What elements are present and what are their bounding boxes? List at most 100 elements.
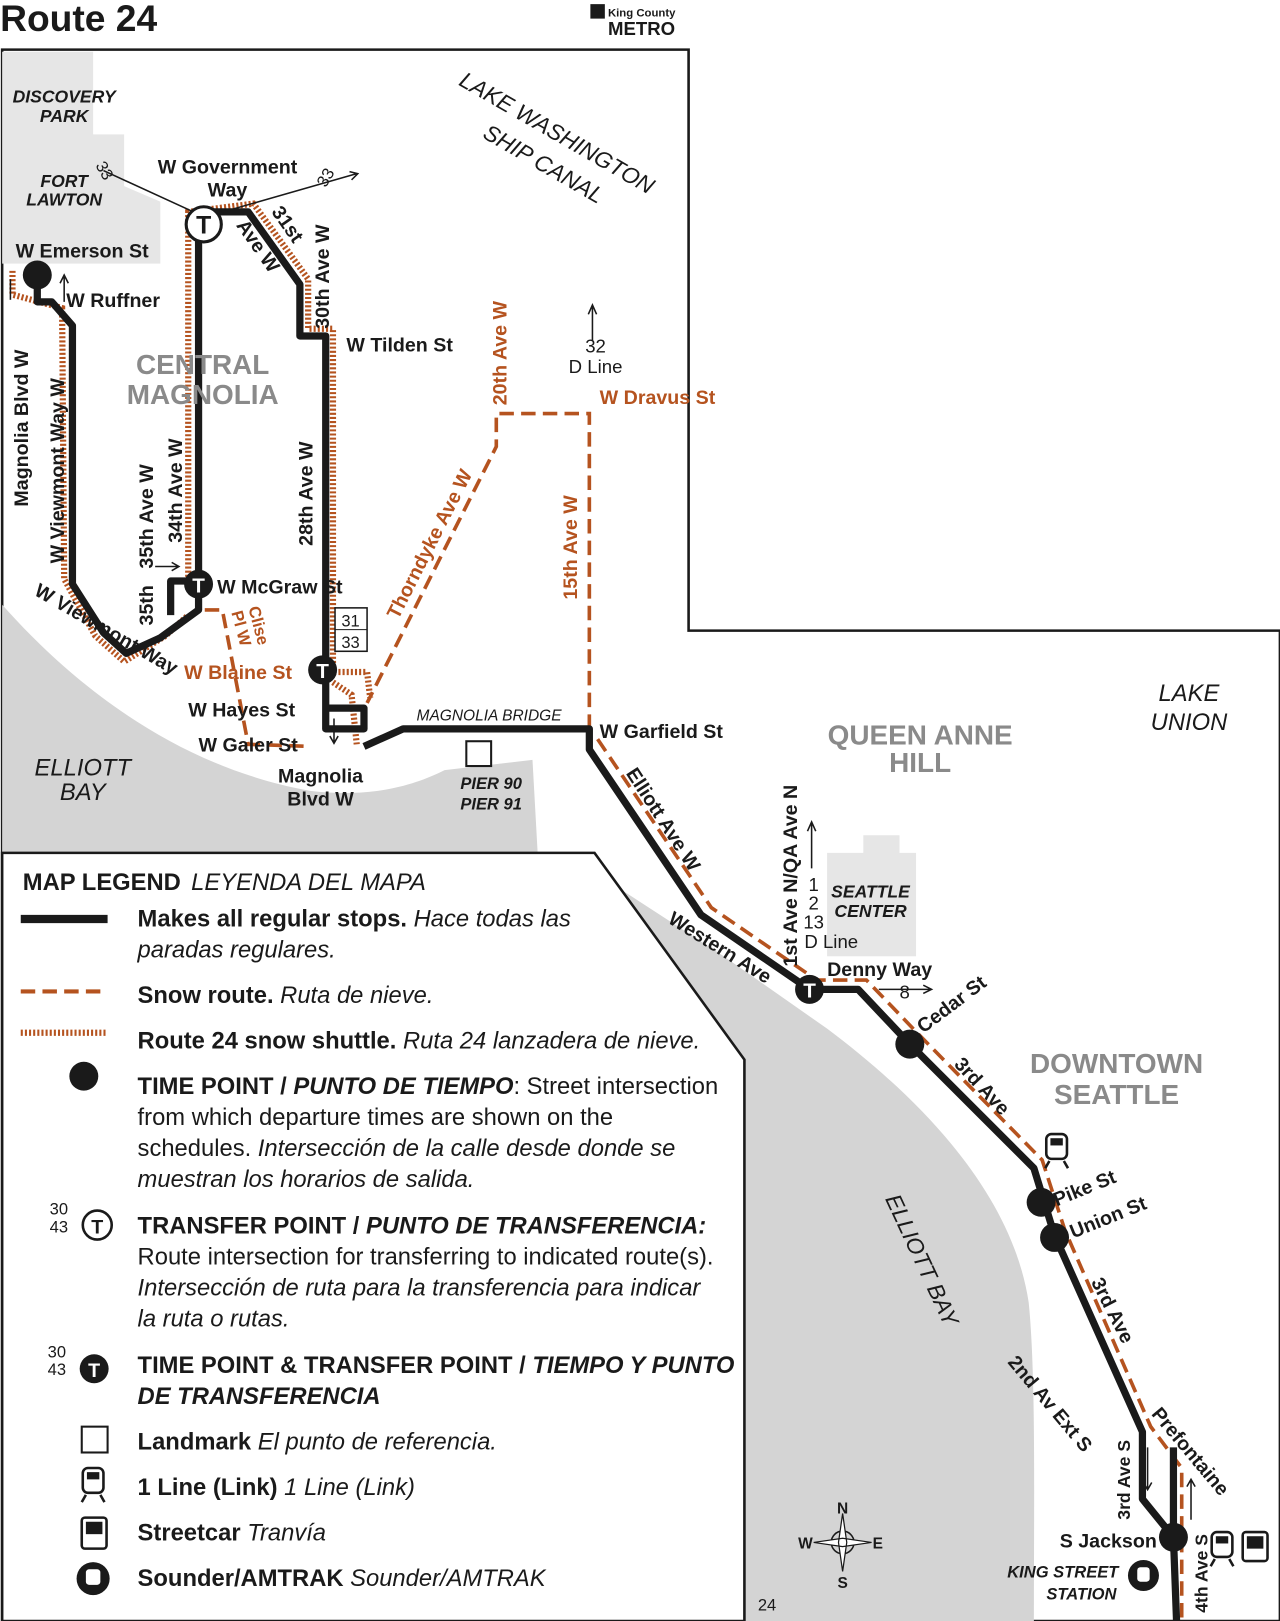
svg-text:T: T (803, 980, 816, 1003)
svg-text:35th Ave W: 35th Ave W (136, 464, 158, 569)
svg-text:TRANSFER POINT / PUNTO DE TRAN: TRANSFER POINT / PUNTO DE TRANSFERENCIA: (138, 1212, 707, 1239)
svg-text:DOWNTOWN: DOWNTOWN (1030, 1048, 1203, 1079)
timepoint-transfer-denny (795, 974, 825, 1004)
svg-text:HILL: HILL (889, 747, 951, 778)
transfer-route-labels: 33 33 32 D Line 1 2 13 D Line 8 (92, 158, 910, 1003)
svg-text:MAGNOLIA: MAGNOLIA (127, 379, 279, 410)
svg-text:W Emerson St: W Emerson St (16, 240, 149, 262)
compass-icon: N S E W (798, 1500, 883, 1591)
svg-text:Snow route. Ruta de nieve.: Snow route. Ruta de nieve. (138, 982, 434, 1009)
svg-text:N: N (837, 1500, 848, 1517)
svg-text:W Hayes St: W Hayes St (188, 699, 295, 721)
svg-text:DE TRANSFERENCIA: DE TRANSFERENCIA (138, 1383, 381, 1410)
svg-text:Denny Way: Denny Way (827, 959, 932, 981)
svg-text:Makes all regular stops. Hace: Makes all regular stops. Hace todas las (138, 905, 571, 932)
snow-route (204, 411, 1184, 1621)
svg-text:Blvd W: Blvd W (287, 788, 354, 810)
svg-text:la ruta o rutas.: la ruta o rutas. (138, 1305, 290, 1332)
svg-text:31: 31 (341, 611, 359, 630)
svg-text:Sounder/AMTRAK Sounder/AMTRAK: Sounder/AMTRAK Sounder/AMTRAK (138, 1565, 547, 1592)
svg-text:T: T (196, 213, 211, 240)
timepoint-s-jackson (1158, 1522, 1188, 1552)
svg-text:S: S (837, 1575, 847, 1592)
svg-text:T: T (91, 1216, 103, 1238)
timepoint-transfer-blaine (308, 655, 338, 685)
svg-text:MAGNOLIA BRIDGE: MAGNOLIA BRIDGE (417, 708, 563, 725)
svg-text:DISCOVERY: DISCOVERY (13, 86, 118, 106)
svg-text:muestran los horarios de salid: muestran los horarios de salida. (138, 1166, 475, 1193)
svg-text:W: W (798, 1536, 813, 1553)
svg-text:1: 1 (809, 874, 819, 895)
svg-text:D Line: D Line (804, 931, 858, 952)
svg-text:BAY: BAY (60, 779, 108, 806)
link-rail-icon (1209, 1530, 1235, 1567)
svg-text:W Government: W Government (158, 157, 298, 179)
seattle-center (827, 835, 917, 957)
svg-text:1 Line (Link) 1 Line (Link): 1 Line (Link) 1 Line (Link) (138, 1474, 415, 1501)
svg-text:8: 8 (899, 982, 909, 1003)
svg-text:20th Ave W: 20th Ave W (490, 300, 512, 405)
timepoints: T T T T (22, 205, 1188, 1552)
svg-text:30: 30 (50, 1200, 68, 1219)
svg-text:W Dravus St: W Dravus St (600, 387, 716, 409)
svg-text:Magnolia Blvd W: Magnolia Blvd W (11, 349, 33, 506)
svg-text:King County: King County (608, 8, 676, 20)
timepoint-w-emerson (22, 260, 52, 290)
svg-text:PARK: PARK (40, 106, 90, 126)
timepoint-pike (1026, 1187, 1056, 1217)
svg-text:paradas regulares.: paradas regulares. (137, 936, 336, 963)
svg-text:TIME POINT / PUNTO DE TIEMPO:: TIME POINT / PUNTO DE TIEMPO: Street int… (138, 1073, 719, 1100)
route-24-line (33, 208, 1181, 1621)
elliott-bay-water-upper (2, 604, 538, 853)
svg-text:STATION: STATION (1046, 1584, 1117, 1603)
svg-text:CENTRAL: CENTRAL (136, 349, 269, 380)
svg-text:30th Ave W: 30th Ave W (312, 224, 334, 329)
svg-text:LAWTON: LAWTON (26, 190, 102, 210)
svg-text:KING STREET: KING STREET (1007, 1563, 1120, 1582)
svg-text:13: 13 (803, 911, 824, 932)
svg-text:S Jackson: S Jackson (1060, 1531, 1157, 1553)
svg-text:TIME POINT & TRANSFER POINT /: TIME POINT & TRANSFER POINT / TIEMPO Y P… (138, 1352, 735, 1379)
svg-text:E: E (873, 1536, 883, 1553)
svg-text:ELLIOTT: ELLIOTT (35, 754, 133, 781)
svg-text:Intersección de ruta para la t: Intersección de ruta para la transferenc… (138, 1274, 702, 1301)
direction-arrows (9, 169, 1196, 1520)
svg-text:W Viewmont Way W: W Viewmont Way W (47, 378, 69, 564)
timepoint-cedar (895, 1029, 925, 1059)
svg-text:W Garfield St: W Garfield St (600, 721, 724, 743)
link-rail-icon (1044, 1132, 1070, 1169)
svg-text:from which departure times are: from which departure times are shown on … (138, 1104, 614, 1131)
svg-text:LAKE: LAKE (1159, 680, 1221, 707)
svg-text:SEATTLE: SEATTLE (1054, 1079, 1179, 1110)
svg-text:30: 30 (48, 1342, 66, 1361)
svg-text:34th Ave W: 34th Ave W (165, 438, 187, 543)
svg-text:Way: Way (208, 179, 248, 201)
svg-text:CENTER: CENTER (834, 901, 907, 921)
landmark-square (465, 740, 493, 768)
metro-logo: King County METRO (590, 4, 676, 39)
svg-text:SEATTLE: SEATTLE (831, 881, 911, 901)
discovery-park (2, 51, 161, 264)
svg-text:T: T (192, 574, 205, 597)
svg-text:2: 2 (809, 893, 819, 914)
svg-text:D Line: D Line (569, 356, 623, 377)
svg-text:Streetcar Tranvía: Streetcar Tranvía (138, 1519, 326, 1546)
svg-text:PIER 91: PIER 91 (460, 794, 522, 813)
svg-text:Landmark El punto de referenci: Landmark El punto de referencia. (138, 1428, 497, 1455)
svg-text:32: 32 (585, 336, 606, 357)
elliott-bay-water-lower (594, 852, 1035, 1621)
streetcar-icon (1241, 1530, 1269, 1563)
timepoint-transfer-mcgraw (184, 569, 214, 599)
svg-text:W McGraw St: W McGraw St (217, 576, 343, 598)
svg-text:METRO: METRO (608, 18, 675, 39)
svg-text:T: T (316, 660, 329, 683)
svg-text:PIER 90: PIER 90 (460, 774, 522, 793)
sounder-amtrak-icon (1127, 1560, 1159, 1592)
transfer-point-w-government (184, 205, 223, 244)
svg-text:W Ruffner: W Ruffner (66, 290, 160, 312)
svg-text:1st Ave N/QA Ave N: 1st Ave N/QA Ave N (780, 785, 802, 967)
svg-text:schedules. Intersección de la: schedules. Intersección de la calle desd… (138, 1135, 676, 1162)
svg-text:28th Ave W: 28th Ave W (295, 441, 317, 546)
